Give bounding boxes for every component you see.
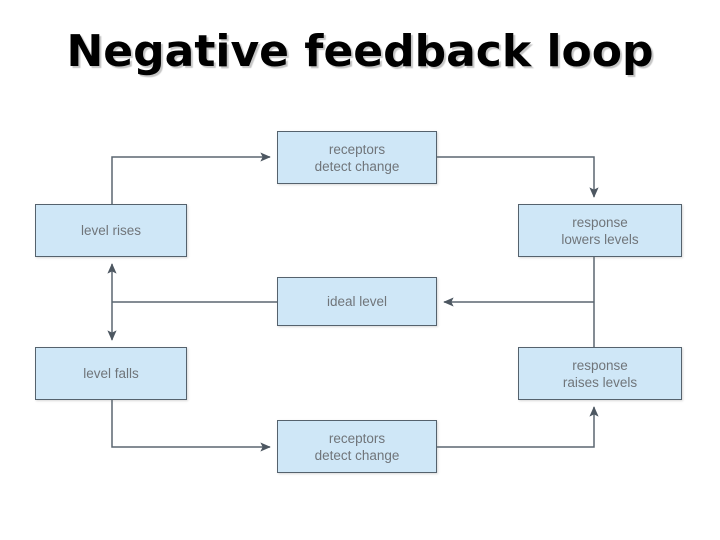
- edge-falls-to-receptors-bottom: [111, 400, 271, 452]
- edge-rises-to-receptors-top: [111, 152, 271, 204]
- node-receptors-detect-change-bottom[interactable]: receptors detect change: [277, 420, 437, 473]
- node-level-falls[interactable]: level falls: [35, 347, 187, 400]
- node-label: ideal level: [326, 294, 388, 309]
- page-title: Negative feedback loop: [66, 26, 654, 77]
- node-label: receptors detect change: [314, 430, 400, 463]
- node-ideal-level[interactable]: ideal level: [277, 277, 437, 326]
- node-level-rises[interactable]: level rises: [35, 204, 187, 257]
- node-label: response lowers levels: [561, 214, 639, 247]
- edge-receptors-top-to-lowers: [437, 156, 599, 198]
- node-receptors-detect-change-top[interactable]: receptors detect change: [277, 131, 437, 184]
- node-label: level rises: [80, 223, 142, 238]
- node-label: level falls: [83, 366, 139, 381]
- edge-ideal-to-levels: [107, 263, 277, 341]
- node-response-raises-levels[interactable]: response raises levels: [518, 347, 682, 400]
- node-label: receptors detect change: [314, 141, 400, 174]
- edge-receptors-bottom-to-raises: [437, 406, 599, 448]
- node-label: response raises levels: [562, 357, 638, 390]
- node-response-lowers-levels[interactable]: response lowers levels: [518, 204, 682, 257]
